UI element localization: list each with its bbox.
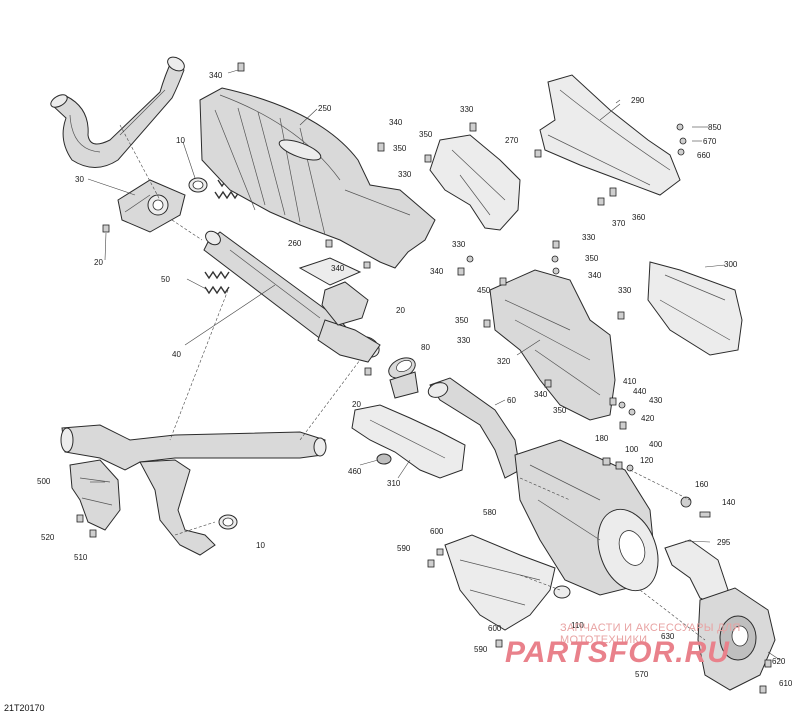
watermark-text: ЗАПЧАСТИ И АКСЕССУАРЫ ДЛЯ МОТОТЕХНИКИ: [560, 622, 741, 646]
callout-260: 260: [288, 239, 302, 248]
callout-570: 570: [635, 670, 649, 679]
callout-360: 360: [632, 213, 646, 222]
part-310-bracket: [351, 404, 466, 479]
callout-180: 180: [595, 434, 609, 443]
diagram-code: 21T20170: [4, 703, 45, 713]
callout-320: 320: [497, 357, 511, 366]
callout-430: 430: [649, 396, 663, 405]
part-580-tail-guard: [444, 534, 556, 631]
callout-295: 295: [717, 538, 731, 547]
callout-340: 340: [389, 118, 403, 127]
assembly-lines: [119, 124, 706, 641]
part-500-bracket: [69, 459, 121, 531]
part-40-pipe: [203, 230, 381, 363]
callout-10: 10: [256, 541, 265, 550]
callout-20: 20: [396, 306, 405, 315]
callout-510: 510: [74, 553, 88, 562]
callout-50: 50: [161, 275, 170, 284]
callout-140: 140: [722, 498, 736, 507]
callout-310: 310: [387, 479, 401, 488]
callout-40: 40: [172, 350, 181, 359]
callout-620: 620: [772, 657, 786, 666]
callout-440: 440: [633, 387, 647, 396]
callout-340: 340: [534, 390, 548, 399]
part-30-manifold-pipe: [50, 56, 185, 168]
callout-330: 330: [582, 233, 596, 242]
part-320-heat-shield: [489, 269, 616, 421]
callout-30: 30: [75, 175, 84, 184]
callout-590: 590: [474, 645, 488, 654]
callout-330: 330: [457, 336, 471, 345]
part-60-pipe: [427, 377, 521, 479]
callout-20: 20: [352, 400, 361, 409]
callout-450: 450: [477, 286, 491, 295]
callout-350: 350: [553, 406, 567, 415]
callout-500: 500: [37, 477, 51, 486]
callout-340: 340: [430, 267, 444, 276]
callout-340: 340: [209, 71, 223, 80]
leader-lines: [87, 69, 781, 661]
part-110-ring: [553, 585, 571, 599]
callout-270: 270: [505, 136, 519, 145]
part-290-shield: [539, 74, 681, 196]
part-10-lower-gasket: [218, 514, 238, 530]
callout-120: 120: [640, 456, 654, 465]
callout-110: 110: [571, 621, 584, 630]
part-10-gasket: [188, 177, 208, 193]
part-270-bracket: [429, 134, 521, 231]
callout-340: 340: [331, 264, 345, 273]
callout-350: 350: [455, 316, 469, 325]
callout-660: 660: [697, 151, 711, 160]
part-20-flange: [117, 179, 186, 233]
callout-400: 400: [649, 440, 663, 449]
callout-340: 340: [588, 271, 602, 280]
part-300-shield: [647, 261, 743, 356]
callout-60: 60: [507, 396, 516, 405]
callouts: 340 250 330 290 340 350 270 850 670 660 …: [37, 71, 793, 688]
callout-420: 420: [641, 414, 655, 423]
callout-10: 10: [176, 136, 185, 145]
callout-160: 160: [695, 480, 709, 489]
callout-290: 290: [631, 96, 645, 105]
part-40-lower-pipe: [60, 424, 327, 556]
callout-330: 330: [460, 105, 474, 114]
part-80-clamp: [388, 357, 419, 399]
hardware-fasteners: [76, 62, 772, 694]
callout-410: 410: [623, 377, 637, 386]
callout-610: 610: [779, 679, 793, 688]
callout-350: 350: [585, 254, 599, 263]
callout-350: 350: [419, 130, 433, 139]
callout-600: 600: [430, 527, 444, 536]
callout-330: 330: [618, 286, 632, 295]
callout-100: 100: [625, 445, 639, 454]
callout-80: 80: [421, 343, 430, 352]
callout-590: 590: [397, 544, 411, 553]
callout-300: 300: [724, 260, 738, 269]
callout-460: 460: [348, 467, 362, 476]
callout-850: 850: [708, 123, 722, 132]
callout-630: 630: [661, 632, 675, 641]
callout-350: 350: [393, 144, 407, 153]
part-460-grommet: [376, 453, 392, 465]
callout-580: 580: [483, 508, 497, 517]
callout-520: 520: [41, 533, 55, 542]
callout-670: 670: [703, 137, 717, 146]
callout-600: 600: [488, 624, 502, 633]
part-250-heat-shield: [199, 87, 436, 269]
callout-250: 250: [318, 104, 332, 113]
callout-20: 20: [94, 258, 103, 267]
part-muffler: [514, 439, 659, 596]
callout-330: 330: [398, 170, 412, 179]
part-260-plate: [298, 257, 369, 326]
callout-330: 330: [452, 240, 466, 249]
callout-370: 370: [612, 219, 626, 228]
watermark-logo: PARTSFOR.RU: [505, 636, 730, 669]
part-620-end-cap: [697, 587, 776, 691]
